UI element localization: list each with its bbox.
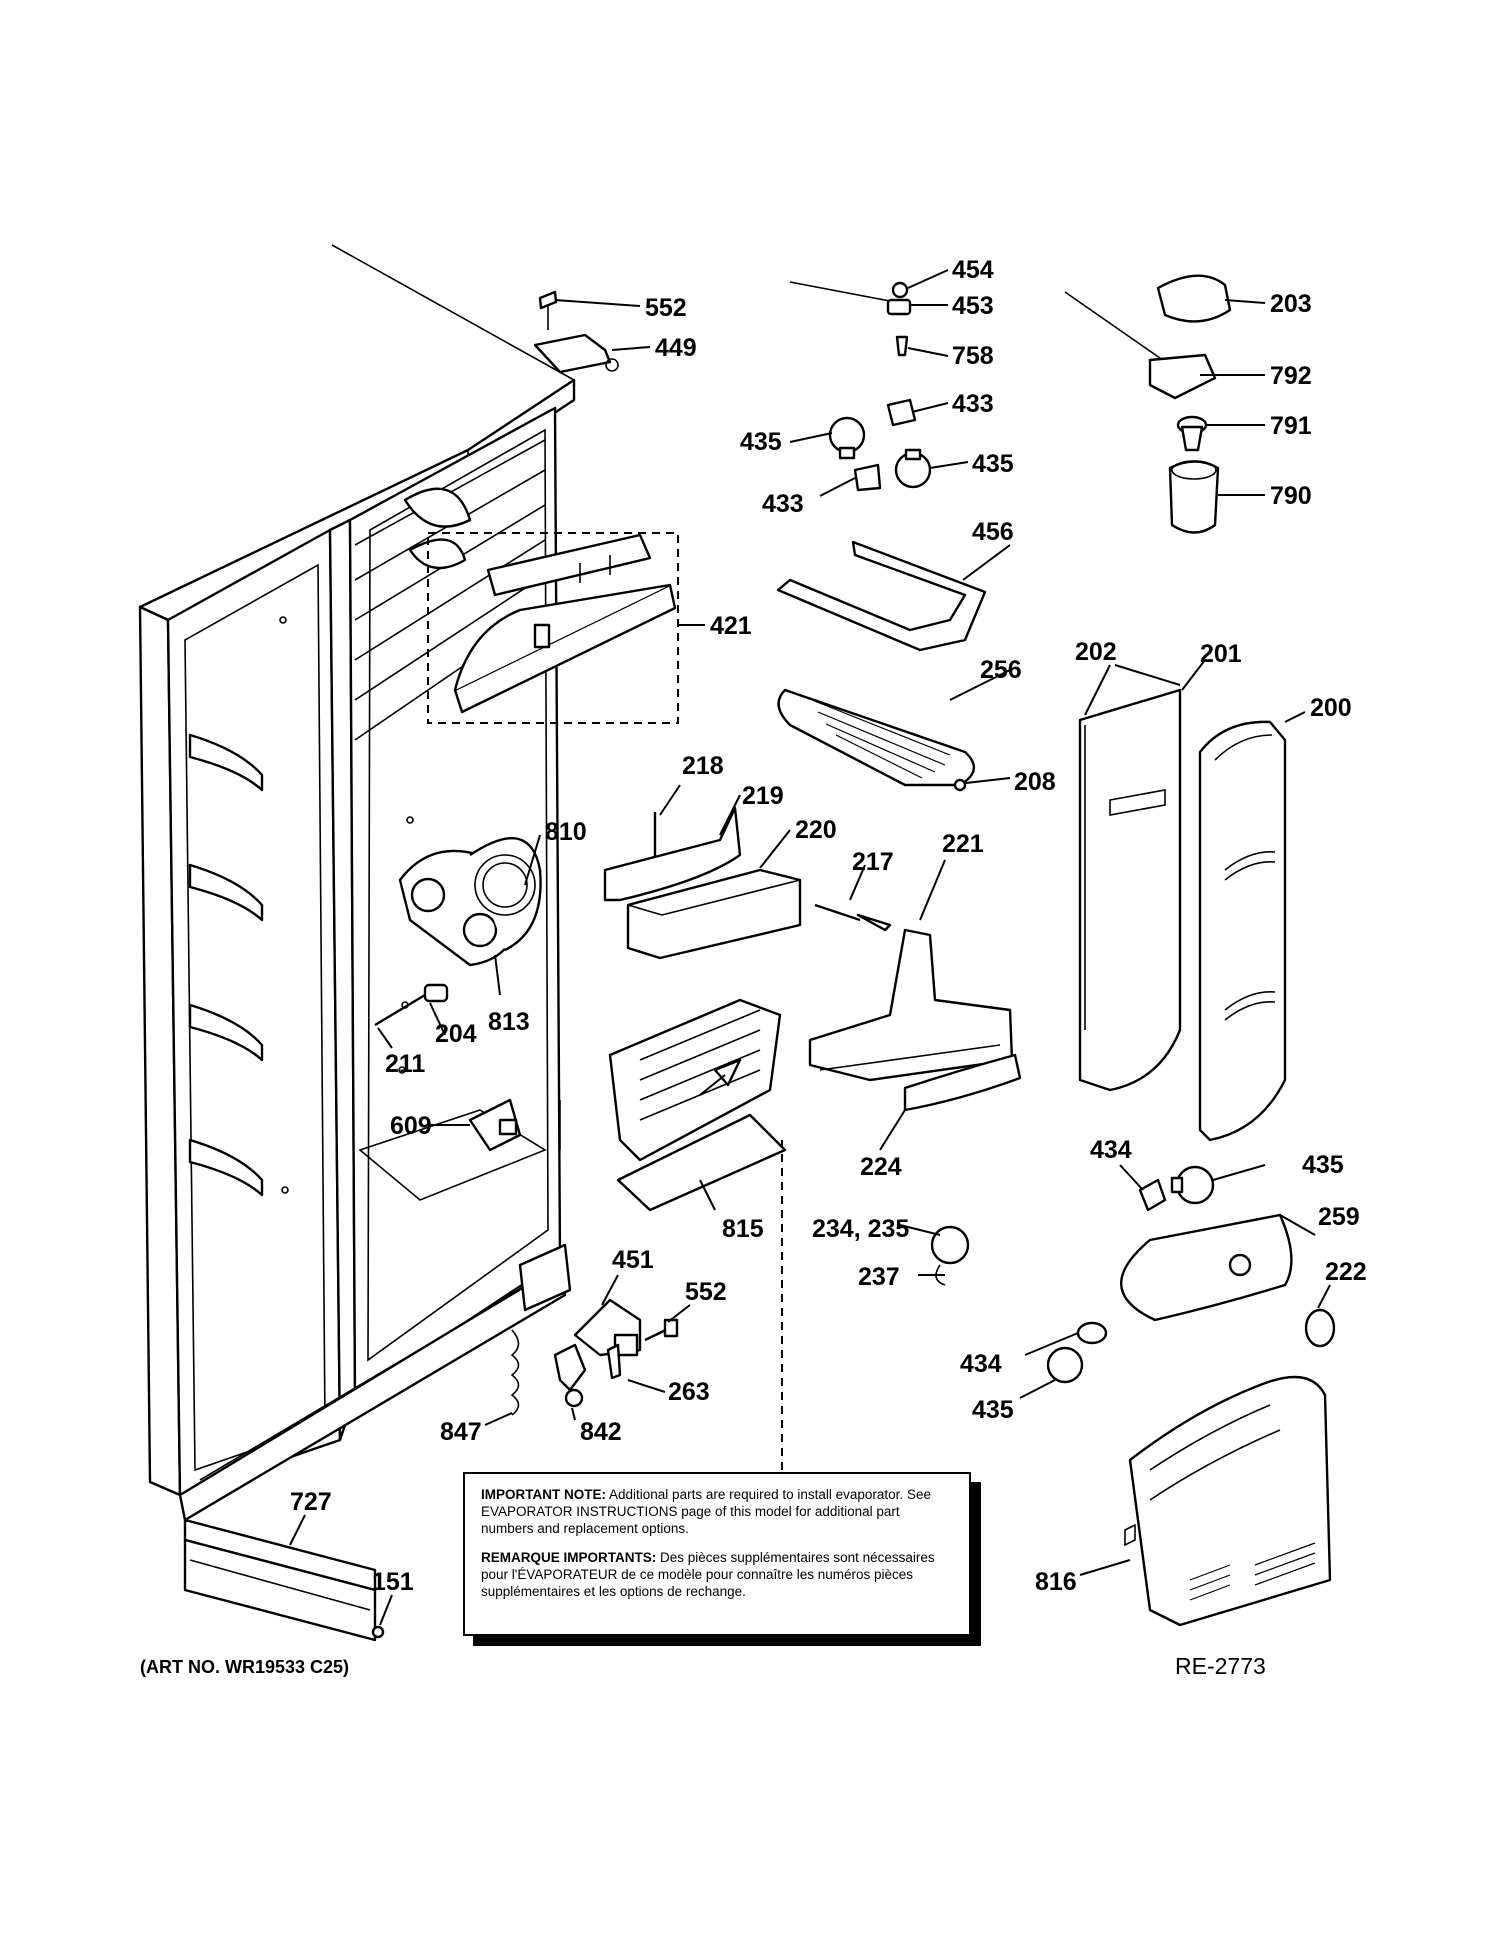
note-french-heading: REMARQUE IMPORTANTS: [481, 1550, 657, 1565]
label-552-top: 552 [645, 294, 687, 322]
label-435-right: 435 [972, 450, 1014, 478]
lower-light-group [1046, 1165, 1336, 1384]
label-221: 221 [942, 830, 984, 858]
part-labels: 552 449 454 453 758 433 435 433 435 203 … [290, 256, 1367, 1596]
label-234-235: 234, 235 [812, 1215, 909, 1243]
label-847: 847 [440, 1418, 482, 1446]
label-434-lower: 434 [960, 1350, 1002, 1378]
label-259: 259 [1318, 1203, 1360, 1231]
label-202: 202 [1075, 638, 1117, 666]
label-203: 203 [1270, 290, 1312, 318]
top-hinge [533, 290, 619, 374]
label-791: 791 [1270, 412, 1312, 440]
label-220: 220 [795, 816, 837, 844]
lower-hinge [510, 1298, 679, 1416]
label-790: 790 [1270, 482, 1312, 510]
label-433-upper: 433 [952, 390, 994, 418]
lower-cover [1124, 1375, 1332, 1627]
label-204: 204 [435, 1020, 477, 1048]
note-english-heading: IMPORTANT NOTE: [481, 1487, 606, 1502]
label-219: 219 [742, 782, 784, 810]
reference-code: RE-2773 [1175, 1653, 1266, 1679]
label-435-upper: 435 [1302, 1151, 1344, 1179]
important-note-box: IMPORTANT NOTE: Additional parts are req… [463, 1472, 971, 1636]
label-434-upper: 434 [1090, 1136, 1132, 1164]
label-454: 454 [952, 256, 994, 284]
control-assembly [427, 532, 679, 724]
label-758: 758 [952, 342, 994, 370]
label-449: 449 [655, 334, 697, 362]
note-french-text: Des pièces supplémentaires sont nécessai… [481, 1550, 935, 1599]
note-english: IMPORTANT NOTE: Additional parts are req… [481, 1486, 953, 1537]
label-224: 224 [860, 1153, 902, 1181]
label-813: 813 [488, 1008, 530, 1036]
label-222: 222 [1325, 1258, 1367, 1286]
label-435-lower: 435 [972, 1396, 1014, 1424]
label-217: 217 [852, 848, 894, 876]
label-435-left: 435 [740, 428, 782, 456]
label-237: 237 [858, 1263, 900, 1291]
label-200: 200 [1310, 694, 1352, 722]
label-263: 263 [668, 1378, 710, 1406]
light-socket-group [789, 281, 932, 492]
label-433-lower: 433 [762, 490, 804, 518]
label-842: 842 [580, 1418, 622, 1446]
label-609: 609 [390, 1112, 432, 1140]
leader-lines [289, 269, 1331, 1626]
label-211: 211 [385, 1050, 425, 1078]
label-552-lower: 552 [685, 1278, 727, 1306]
dispenser-housings [603, 806, 802, 960]
fan-motor-assembly [374, 837, 542, 1152]
light-housing-kit [1064, 274, 1232, 534]
label-727: 727 [290, 1488, 332, 1516]
light-shield [776, 540, 987, 792]
label-256: 256 [980, 656, 1022, 684]
ice-pan-group [808, 903, 1022, 1112]
label-208: 208 [1014, 768, 1056, 796]
label-453: 453 [952, 292, 994, 320]
label-201: 201 [1200, 640, 1242, 668]
label-421: 421 [710, 612, 752, 640]
label-816: 816 [1035, 1568, 1077, 1596]
label-815: 815 [722, 1215, 764, 1243]
label-151: 151 [372, 1568, 414, 1596]
kick-plate [183, 1518, 385, 1642]
evaporator-area [559, 998, 787, 1470]
label-810: 810 [545, 818, 587, 846]
label-456: 456 [972, 518, 1014, 546]
label-218: 218 [682, 752, 724, 780]
wire-clip [930, 1225, 970, 1286]
art-number: (ART NO. WR19533 C25) [140, 1657, 350, 1677]
note-english-text: Additional parts are required to install… [481, 1487, 931, 1536]
light-covers [1078, 688, 1287, 1142]
label-451: 451 [612, 1246, 654, 1274]
label-792: 792 [1270, 362, 1312, 390]
note-french: REMARQUE IMPORTANTS: Des pièces suppléme… [481, 1549, 953, 1600]
